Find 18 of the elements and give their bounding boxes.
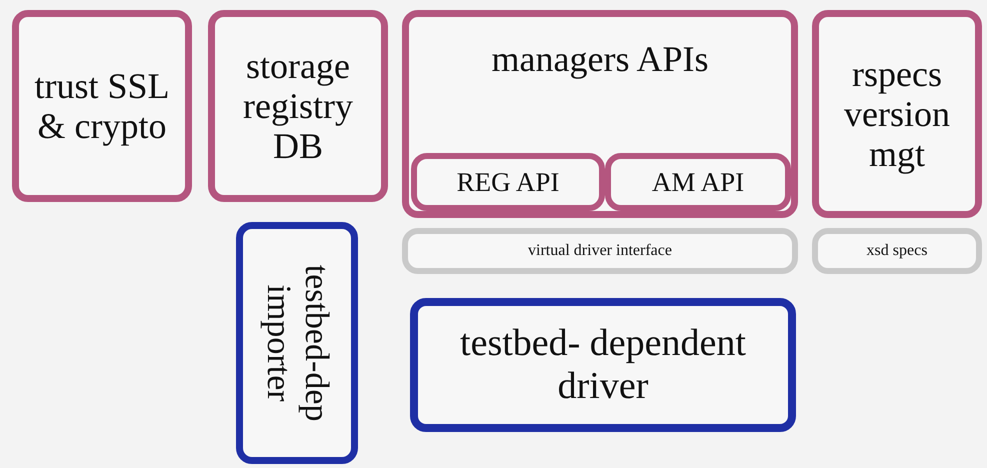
- component-box: [208, 10, 388, 202]
- box-label: testbed- dependent driver: [459, 322, 747, 408]
- box-label: testbed-dep importer: [259, 264, 336, 424]
- box-label: AM API: [652, 166, 744, 198]
- box-label: virtual driver interface: [528, 242, 672, 260]
- box-label: xsd specs: [866, 242, 928, 260]
- component-box: [402, 228, 798, 274]
- component-box: [12, 10, 192, 202]
- component-box: [402, 10, 798, 218]
- component-box: [410, 298, 796, 432]
- component-box: [812, 228, 982, 274]
- box-label: rspecs version mgt: [843, 54, 951, 174]
- component-box: [812, 10, 982, 218]
- component-box: [236, 222, 358, 464]
- box-label: REG API: [456, 166, 560, 198]
- box-label: managers APIs: [492, 39, 708, 80]
- box-label: trust SSL & crypto: [33, 66, 171, 146]
- box-label: storage registry DB: [242, 46, 354, 166]
